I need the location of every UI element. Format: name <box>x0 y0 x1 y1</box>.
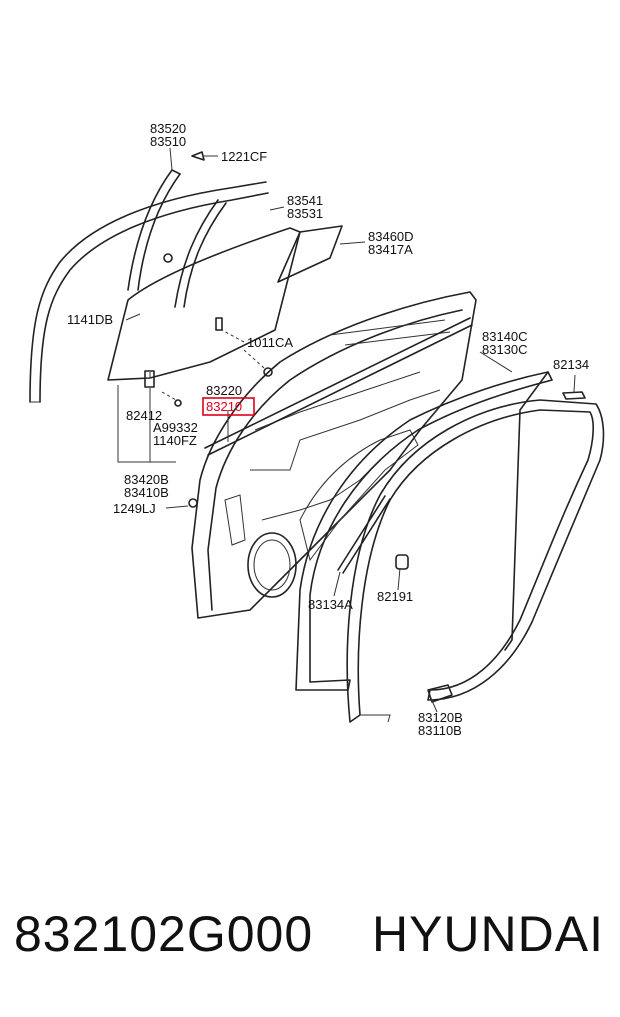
label-83210: 83210 <box>206 399 242 414</box>
quarter-glass <box>277 225 343 283</box>
label-83520: 83520 <box>150 121 186 136</box>
label-83417A: 83417A <box>368 242 413 257</box>
highlight-box-83210 <box>202 397 255 416</box>
door-panel <box>191 291 477 619</box>
label-1221CF: 1221CF <box>221 149 267 164</box>
label-83460D: 83460D <box>368 229 414 244</box>
label-83410B: 83410B <box>124 485 169 500</box>
label-83420B: 83420B <box>124 472 169 487</box>
window-glass <box>107 227 301 381</box>
label-83541: 83541 <box>287 193 323 208</box>
part-number: 832102G000 <box>14 906 314 962</box>
door-parts-diagram: 83520 83510 1221CF 83541 83531 83460D 83… <box>29 121 605 738</box>
label-83220: 83220 <box>206 383 242 398</box>
leader-lines <box>117 147 576 713</box>
trim-strip <box>337 495 391 574</box>
body-weatherstrip <box>346 399 605 723</box>
label-A99332: A99332 <box>153 420 198 435</box>
label-83120B: 83120B <box>418 710 463 725</box>
label-82134: 82134 <box>553 357 589 372</box>
door-weatherstrip <box>295 371 553 691</box>
label-83134A: 83134A <box>308 597 353 612</box>
part-labels: 83520 83510 1221CF 83541 83531 83460D 83… <box>67 121 589 738</box>
label-83130C: 83130C <box>482 342 528 357</box>
label-82412: 82412 <box>126 408 162 423</box>
division-channel <box>127 169 227 308</box>
brand-name: HYUNDAI <box>371 906 604 962</box>
label-83531: 83531 <box>287 206 323 221</box>
small-fasteners <box>144 151 586 570</box>
label-83110B: 83110B <box>418 723 462 738</box>
belt-weatherstrip <box>204 317 473 456</box>
label-1140FZ: 1140FZ <box>153 433 197 448</box>
label-82191: 82191 <box>377 589 413 604</box>
label-1141DB: 1141DB <box>67 312 113 327</box>
run-channel-strip <box>29 181 269 403</box>
label-83140C: 83140C <box>482 329 528 344</box>
label-1011CA: 1011CA <box>247 335 293 350</box>
label-1249LJ: 1249LJ <box>113 501 156 516</box>
label-83510: 83510 <box>150 134 186 149</box>
